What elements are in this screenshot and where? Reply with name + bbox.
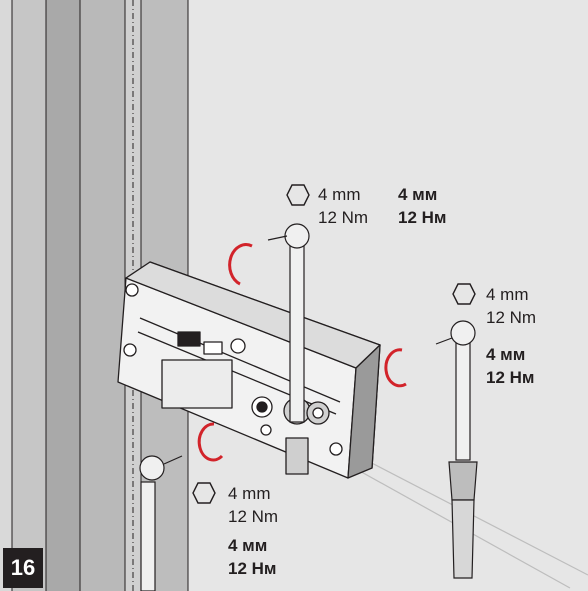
step-number-badge: 16: [3, 548, 43, 588]
lower-torque-ru: 12 Нм: [228, 559, 277, 578]
right-torque-en: 12 Nm: [486, 308, 537, 327]
right-size-en: 4 mm: [486, 285, 529, 304]
hex-key-right: [435, 320, 478, 579]
hex-key-upper: [267, 223, 310, 423]
upper-torque-en: 12 Nm: [318, 208, 369, 227]
hex-key-lower: [139, 455, 183, 591]
upper-size-en: 4 mm: [318, 185, 361, 204]
right-size-ru: 4 мм: [486, 345, 526, 364]
door-frame: [0, 0, 189, 591]
hex-key-size-icon: [286, 184, 310, 206]
rotation-arrows: [197, 243, 407, 462]
right-torque-ru: 12 Нм: [486, 368, 535, 387]
lower-size-en: 4 mm: [228, 484, 271, 503]
lower-torque-en: 12 Nm: [228, 507, 279, 526]
hex-key-size-icon: [452, 283, 476, 305]
upper-torque-ru: 12 Нм: [398, 208, 447, 227]
lower-size-ru: 4 мм: [228, 536, 268, 555]
hex-key-size-icon: [192, 482, 216, 504]
upper-size-ru: 4 мм: [398, 185, 438, 204]
